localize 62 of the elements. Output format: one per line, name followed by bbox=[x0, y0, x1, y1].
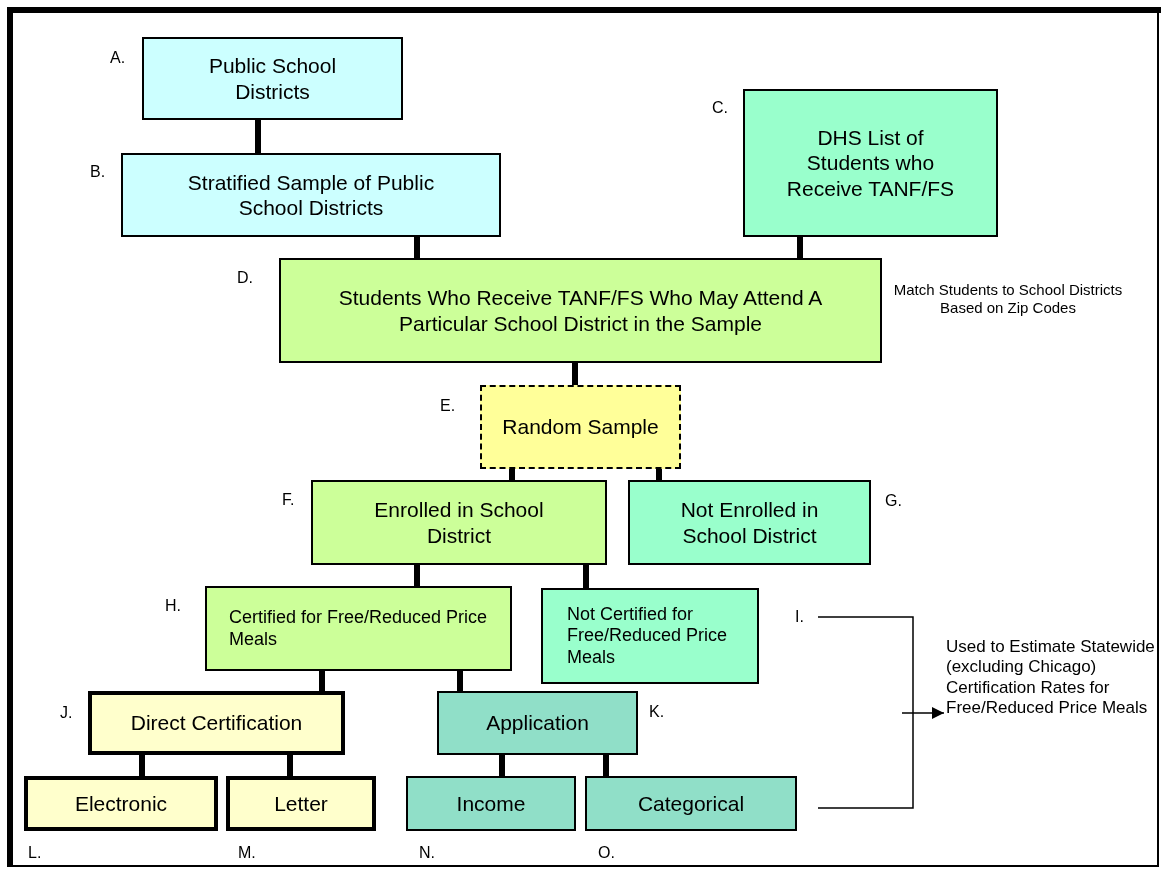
letter-label: H. bbox=[165, 596, 181, 616]
connector-line bbox=[583, 565, 589, 588]
connector-line bbox=[139, 755, 145, 776]
process-box bbox=[480, 385, 681, 469]
letter-label: E. bbox=[440, 396, 456, 416]
letter-label: I. bbox=[795, 607, 804, 627]
connector-line bbox=[457, 671, 463, 691]
box-text: DHS List of Students who Receive TANF/FS bbox=[785, 125, 956, 201]
connector-line bbox=[414, 565, 420, 586]
box-text: Students Who Receive TANF/FS Who May Attend A Particular School District in the Sample bbox=[337, 285, 824, 336]
box-text: Not Certified for Free/Reduced Price Meals bbox=[567, 603, 729, 669]
box-text: Letter bbox=[274, 790, 328, 817]
letter-label: G. bbox=[885, 491, 902, 511]
note-text: Used to Estimate Statewide (excluding Chicago) Certification Rates for Free/Reduced Price Meals bbox=[946, 637, 1158, 719]
process-box bbox=[121, 153, 501, 237]
connector-line bbox=[255, 120, 261, 153]
connector-line bbox=[499, 755, 505, 776]
note-text: Match Students to School Districts Based on Zip Codes bbox=[893, 281, 1123, 317]
connector-line bbox=[572, 363, 578, 385]
process-box bbox=[406, 776, 576, 831]
process-box bbox=[142, 37, 403, 120]
box-text: Application bbox=[486, 710, 589, 736]
letter-label: D. bbox=[237, 268, 253, 288]
letter-label: F. bbox=[282, 490, 295, 510]
connector-line bbox=[287, 755, 293, 776]
process-box bbox=[437, 691, 638, 755]
letter-label: N. bbox=[419, 843, 435, 863]
process-box bbox=[311, 480, 607, 565]
process-box bbox=[585, 776, 797, 831]
connector-line bbox=[414, 237, 420, 258]
box-text: Public School Districts bbox=[207, 53, 338, 104]
box-text: Stratified Sample of Public School Districts bbox=[186, 169, 436, 221]
process-box bbox=[88, 691, 345, 755]
box-text: Certified for Free/Reduced Price Meals bbox=[229, 606, 488, 651]
process-box bbox=[279, 258, 882, 363]
letter-label: O. bbox=[598, 843, 615, 863]
letter-label: A. bbox=[110, 48, 126, 68]
box-text: Enrolled in School District bbox=[373, 497, 545, 548]
box-text: Categorical bbox=[637, 790, 745, 817]
arrow bbox=[901, 707, 945, 719]
connector-line bbox=[797, 237, 803, 258]
box-text: Random Sample bbox=[502, 414, 659, 440]
process-box bbox=[541, 588, 759, 684]
connector-line bbox=[656, 469, 662, 480]
box-text: Direct Certification bbox=[130, 710, 303, 736]
process-box bbox=[628, 480, 871, 565]
connector-line bbox=[603, 755, 609, 776]
letter-label: J. bbox=[60, 703, 73, 723]
process-box bbox=[743, 89, 998, 237]
letter-label: L. bbox=[28, 843, 42, 863]
process-box bbox=[226, 776, 376, 831]
letter-label: C. bbox=[712, 98, 728, 118]
box-text: Electronic bbox=[74, 790, 168, 817]
process-box bbox=[24, 776, 218, 831]
process-box bbox=[205, 586, 512, 671]
connector-line bbox=[319, 671, 325, 691]
connector-line bbox=[509, 469, 515, 480]
box-text: Income bbox=[456, 790, 526, 817]
letter-label: K. bbox=[649, 702, 665, 722]
letter-label: B. bbox=[90, 162, 106, 182]
box-text: Not Enrolled in School District bbox=[679, 497, 820, 548]
letter-label: M. bbox=[238, 843, 256, 863]
